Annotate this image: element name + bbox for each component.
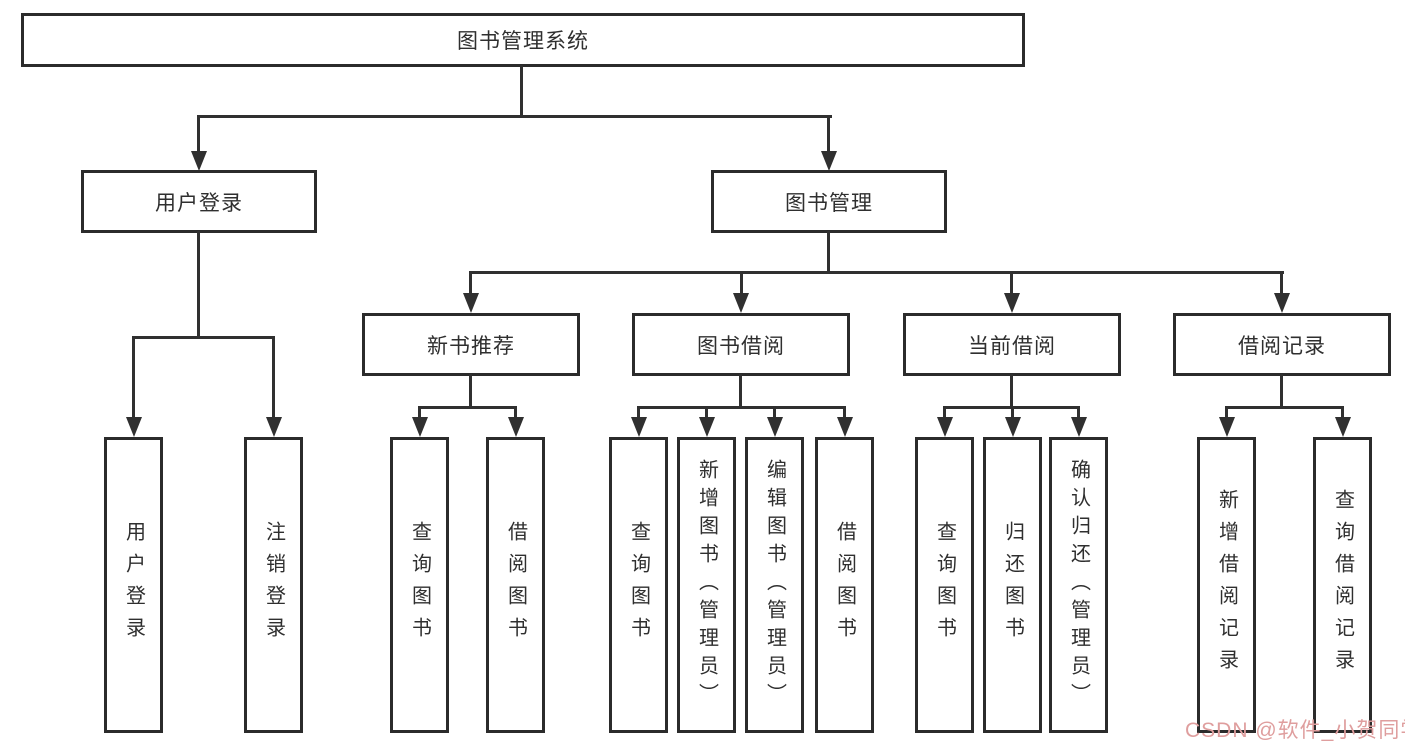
leaf-logout: 注销登录 (244, 437, 303, 733)
connector-line (272, 336, 275, 419)
leaf-add-books-admin: 新增图书（管理员） (677, 437, 736, 733)
arrow-down-icon (1071, 417, 1087, 437)
connector-line (637, 406, 846, 409)
connector-line (1225, 406, 1344, 409)
arrow-down-icon (1005, 417, 1021, 437)
connector-line (1077, 406, 1080, 420)
arrow-down-icon (126, 417, 142, 437)
arrow-down-icon (767, 417, 783, 437)
connector-line (197, 115, 200, 153)
connector-line (1341, 406, 1344, 420)
leaf-query-books-recommend: 查询图书 (390, 437, 449, 733)
node-label: 图书借阅 (697, 334, 785, 358)
leaf-return-books: 归还图书 (983, 437, 1042, 733)
node-root-library-management-system: 图书管理系统 (21, 13, 1025, 67)
connector-line (418, 406, 421, 420)
leaf-confirm-return-admin: 确认归还（管理员） (1049, 437, 1108, 733)
node-label: 新书推荐 (427, 334, 515, 358)
arrow-down-icon (191, 151, 207, 171)
connector-line (1011, 406, 1014, 420)
connector-line (132, 336, 275, 339)
arrow-down-icon (266, 417, 282, 437)
node-user-login: 用户登录 (81, 170, 317, 233)
connector-line (843, 406, 846, 420)
node-current-borrowing: 当前借阅 (903, 313, 1121, 376)
leaf-query-books-current: 查询图书 (915, 437, 974, 733)
node-book-management: 图书管理 (711, 170, 947, 233)
connector-line (773, 406, 776, 420)
connector-line (469, 374, 472, 409)
leaf-borrow-books-borrowing: 借阅图书 (815, 437, 874, 733)
node-label: 用户登录 (155, 191, 243, 215)
connector-line (469, 271, 472, 297)
connector-line (469, 271, 1284, 274)
connector-line (1010, 271, 1013, 297)
node-label: 图书管理系统 (457, 30, 589, 53)
node-book-borrowing: 图书借阅 (632, 313, 850, 376)
arrow-down-icon (1335, 417, 1351, 437)
connector-line (1010, 374, 1013, 409)
arrow-down-icon (821, 151, 837, 171)
csdn-watermark: CSDN @软件_小贺同学 (1185, 719, 1405, 742)
leaf-edit-books-admin: 编辑图书（管理员） (745, 437, 804, 733)
arrow-down-icon (1004, 293, 1020, 313)
arrow-down-icon (1274, 293, 1290, 313)
node-label: 借阅记录 (1238, 334, 1326, 358)
leaf-query-books-borrowing: 查询图书 (609, 437, 668, 733)
connector-line (637, 406, 640, 420)
connector-line (132, 336, 135, 419)
arrow-down-icon (837, 417, 853, 437)
connector-line (514, 406, 517, 420)
connector-line (943, 406, 946, 420)
connector-line (520, 65, 523, 118)
arrow-down-icon (699, 417, 715, 437)
node-label: 图书管理 (785, 191, 873, 215)
arrow-down-icon (937, 417, 953, 437)
connector-line (197, 231, 200, 339)
arrow-down-icon (733, 293, 749, 313)
connector-line (827, 231, 830, 274)
leaf-borrow-books-recommend: 借阅图书 (486, 437, 545, 733)
leaf-query-borrow-record: 查询借阅记录 (1313, 437, 1372, 733)
connector-line (1280, 271, 1283, 297)
connector-line (740, 271, 743, 297)
connector-line (739, 374, 742, 409)
arrow-down-icon (412, 417, 428, 437)
connector-line (705, 406, 708, 420)
arrow-down-icon (1219, 417, 1235, 437)
connector-line (827, 115, 830, 153)
connector-line (418, 406, 517, 409)
arrow-down-icon (631, 417, 647, 437)
node-borrowing-records: 借阅记录 (1173, 313, 1391, 376)
node-label: 当前借阅 (968, 334, 1056, 358)
arrow-down-icon (463, 293, 479, 313)
connector-line (197, 115, 832, 118)
connector-line (1225, 406, 1228, 420)
arrow-down-icon (508, 417, 524, 437)
connector-line (1280, 374, 1283, 409)
leaf-user-login: 用户登录 (104, 437, 163, 733)
leaf-add-borrow-record: 新增借阅记录 (1197, 437, 1256, 733)
node-new-book-recommendation: 新书推荐 (362, 313, 580, 376)
